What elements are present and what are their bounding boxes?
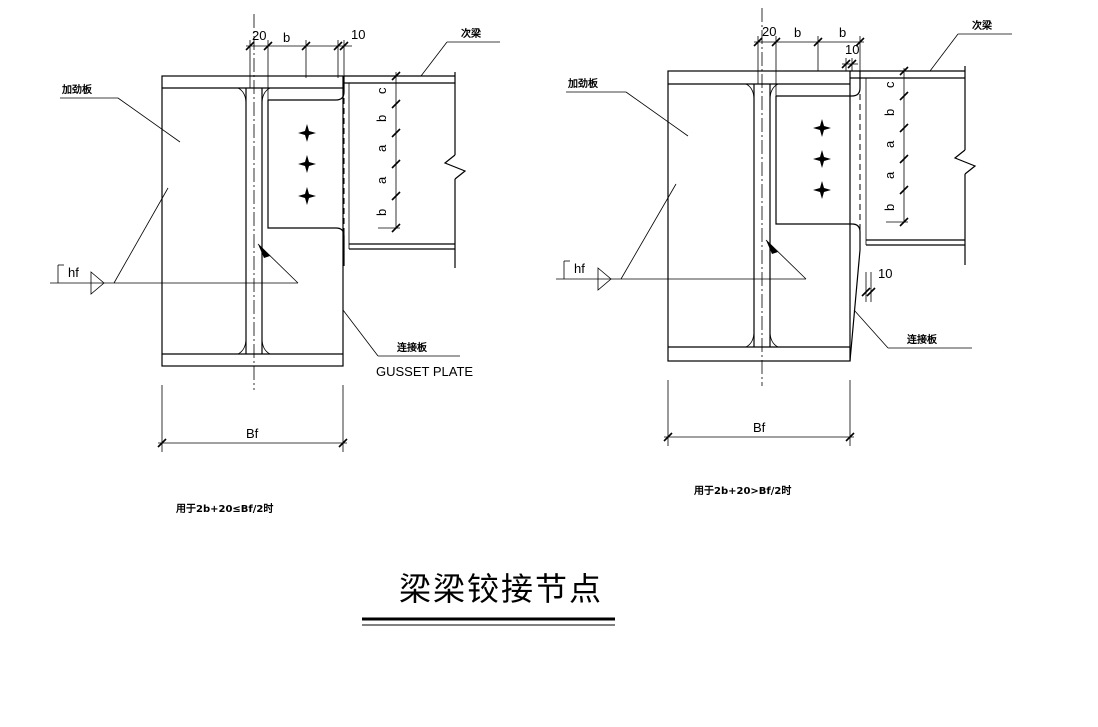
left-caption: 用于2b+20≤Bf/2时 [175,502,273,515]
left-dim-10: 10 [351,27,365,42]
left-detail: c b a a b 20 b 10 次梁 加劲板 hf [50,14,500,515]
left-weld-hf: hf [68,265,79,280]
right-dim-b2: b [839,25,846,40]
left-dim-bf: Bf [246,426,259,441]
left-bolt-dim-b2: b [374,209,389,216]
right-dim-10-top: 10 [845,42,859,57]
right-bolt-dim-c: c [882,81,897,88]
right-bolt-2 [813,150,831,168]
left-gusset-plate [267,100,345,266]
left-bolt-3 [298,187,316,205]
right-break-line [953,149,977,175]
left-main-beam-outline [161,75,344,367]
right-dim-bf: Bf [753,420,766,435]
left-label-connection-plate: 连接板 [397,341,428,354]
left-bolt-2 [298,155,316,173]
right-dim-20: 20 [762,24,776,39]
left-dim-b: b [283,30,290,45]
drawing-title: 梁梁铰接节点 [399,570,603,608]
right-bolt-dim-a1: a [882,140,897,148]
left-label-gusset: GUSSET PLATE [376,364,473,379]
right-bolt-dim-b1: b [882,109,897,116]
right-main-beam-outline [667,70,851,362]
right-label-connection-plate: 连接板 [907,333,938,346]
right-bolt-1 [813,119,831,137]
right-weld-hf: hf [574,261,585,276]
right-label-stiffener: 加劲板 [567,77,599,90]
left-bolt-dim-b1: b [374,115,389,122]
right-gusset-plate [775,96,861,362]
right-dim-10-side: 10 [878,266,892,281]
left-bolt-dim-a1: a [374,144,389,152]
left-bolt-dim-a2: a [374,176,389,184]
left-label-stiffener: 加劲板 [61,83,93,96]
right-bolt-dim-a2: a [882,171,897,179]
right-label-secondary-beam: 次梁 [972,19,993,32]
right-bolt-dim-b2: b [882,204,897,211]
left-bolt-dim-c: c [374,87,389,94]
left-bolt-1 [298,124,316,142]
right-caption: 用于2b+20>Bf/2时 [693,484,791,497]
right-dim-b1: b [794,25,801,40]
left-dim-20: 20 [252,28,266,43]
right-bolt-3 [813,181,831,199]
left-break-line [443,154,467,180]
left-label-secondary-beam: 次梁 [461,27,482,40]
right-detail: c b a a b 20 b b 10 次梁 加劲板 hf [556,8,1012,497]
